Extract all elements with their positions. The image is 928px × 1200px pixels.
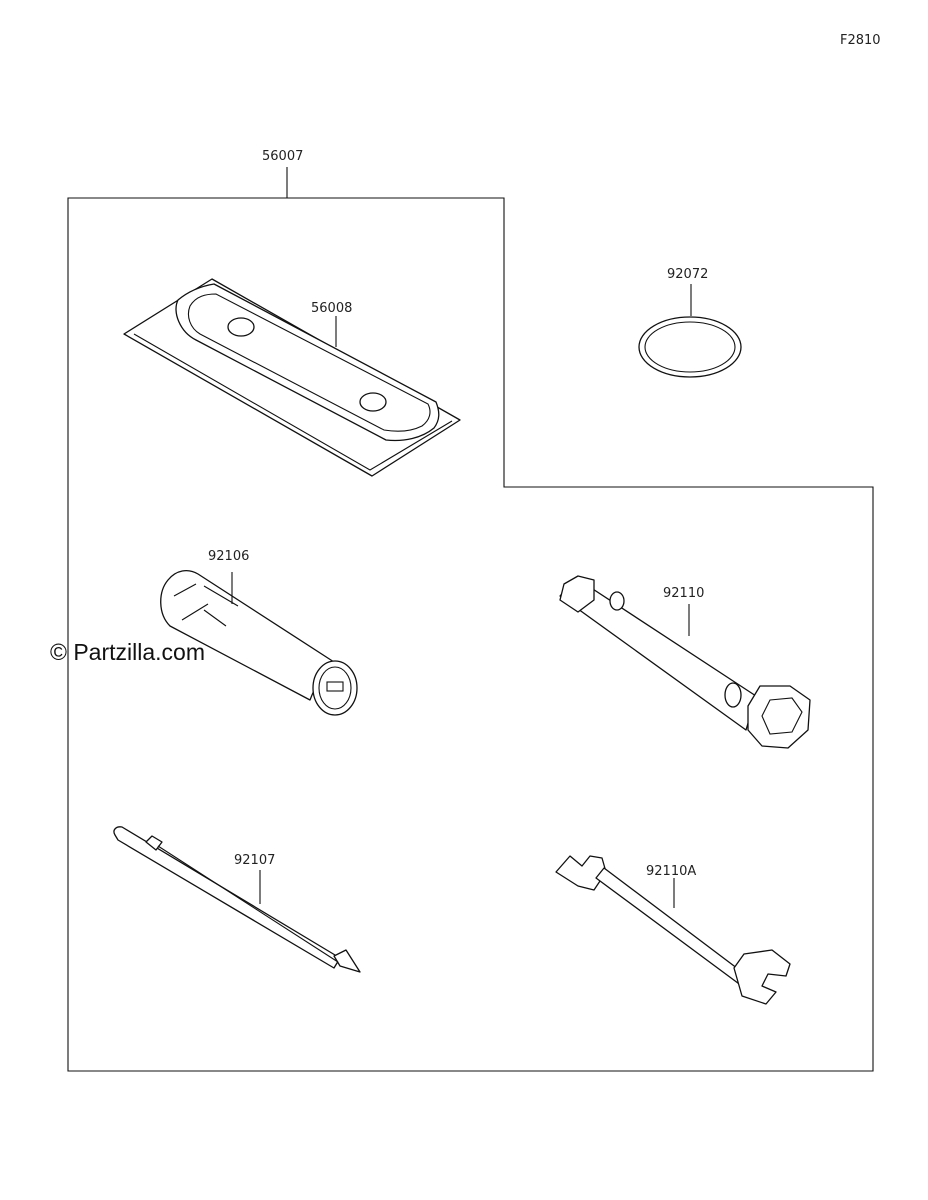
handle-part[interactable] xyxy=(160,569,358,716)
watermark: © Partzilla.com xyxy=(50,639,205,665)
tool-kit-outline xyxy=(67,197,874,1072)
callout-tool-bag[interactable]: 56008 xyxy=(311,301,352,316)
callout-handle[interactable]: 92106 xyxy=(208,549,249,564)
callout-tool-kit[interactable]: 56007 xyxy=(262,149,303,164)
open-wrench-part[interactable] xyxy=(555,855,791,1005)
callout-open-wrench[interactable]: 92110A xyxy=(646,864,696,879)
o-ring-part[interactable] xyxy=(638,316,742,378)
screwdriver-part[interactable] xyxy=(113,826,361,973)
callout-screwdriver[interactable]: 92107 xyxy=(234,853,275,868)
tool-bag-part[interactable] xyxy=(123,278,461,477)
callout-box-wrench[interactable]: 92110 xyxy=(663,586,704,601)
figure-code: F2810 xyxy=(840,33,881,48)
box-wrench-part[interactable] xyxy=(559,575,811,749)
callout-o-ring[interactable]: 92072 xyxy=(667,267,708,282)
